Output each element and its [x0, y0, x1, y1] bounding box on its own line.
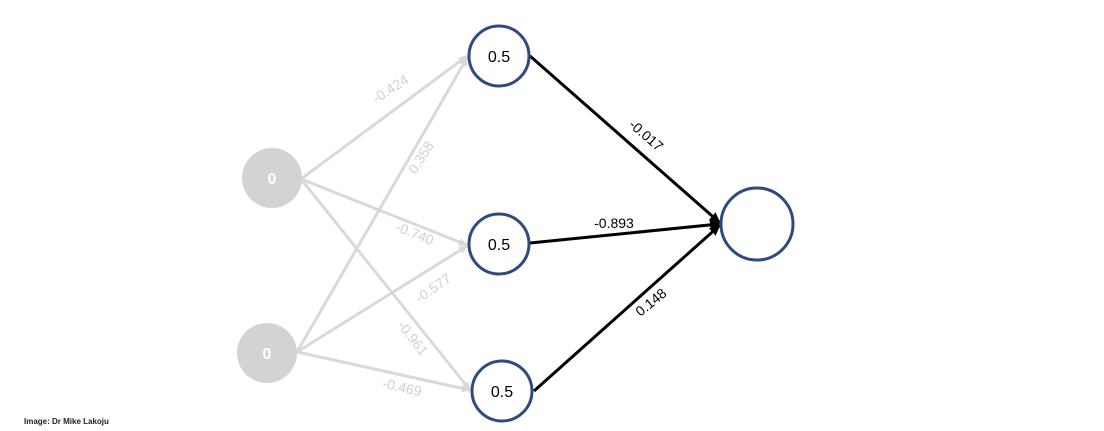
- hidden-layer: 0.5 0.5 0.5: [467, 24, 534, 423]
- edge-h0-out: [529, 54, 721, 224]
- hidden-node-2: 0.5: [467, 212, 531, 276]
- input-node-2: 0: [237, 323, 297, 383]
- hidden-node-value: 0.5: [491, 384, 513, 401]
- hidden-node-value: 0.5: [488, 237, 510, 254]
- edge-in0-h2: [299, 178, 472, 391]
- input-layer: 0 0: [237, 148, 302, 383]
- weight-label-h1-out: -0.893: [594, 215, 634, 231]
- edge-h2-out: [533, 224, 721, 393]
- edge-in1-h1: [296, 244, 468, 354]
- input-node-value: 0: [268, 171, 277, 188]
- output-layer: [719, 186, 795, 262]
- input-node-1: 0: [242, 148, 302, 208]
- input-node-circle: [242, 148, 302, 208]
- edge-in1-h2: [296, 350, 471, 393]
- hidden-node-circle: [470, 359, 534, 423]
- edge-in1-h0: [295, 57, 469, 353]
- edge-in0-h0: [300, 54, 468, 181]
- weight-label-h2-out: 0.148: [632, 285, 669, 320]
- edge-h1-out: [529, 219, 721, 245]
- weight-label-h0-out: -0.017: [626, 116, 667, 154]
- hidden-node-value: 0.5: [488, 49, 510, 66]
- input-node-circle: [237, 323, 297, 383]
- hidden-node-3: 0.5: [470, 359, 534, 423]
- hidden-node-1: 0.5: [467, 24, 531, 88]
- image-credit: Image: Dr Mike Lakoju: [24, 417, 109, 426]
- weight-label-in0-h2: -0.961: [394, 317, 431, 358]
- input-hidden-edges: [295, 54, 472, 393]
- hidden-output-edges: [529, 54, 721, 393]
- input-node-value: 0: [263, 346, 272, 363]
- hidden-node-circle: [467, 24, 531, 88]
- hidden-node-circle: [467, 212, 531, 276]
- edge-in0-h1: [300, 177, 468, 247]
- output-node-circle: [719, 186, 795, 262]
